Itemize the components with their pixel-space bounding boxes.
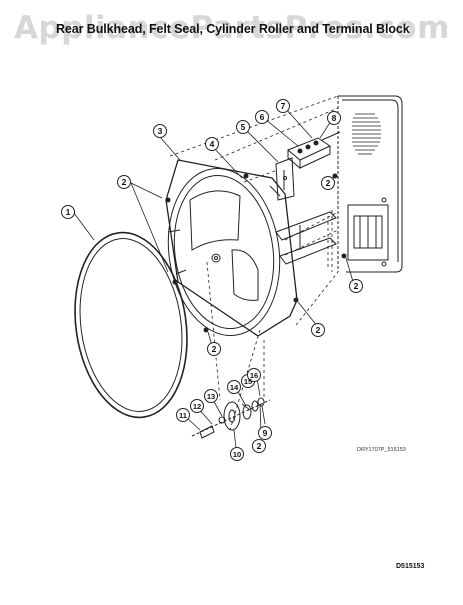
cylinder-roller-assembly xyxy=(191,397,271,439)
callout-2: 2 xyxy=(122,177,127,187)
callout-14: 14 xyxy=(230,383,239,392)
callout-11: 11 xyxy=(179,411,187,420)
callout-2: 2 xyxy=(316,325,321,335)
watermark: AppliancePartsPros.com xyxy=(14,10,450,46)
callout-16: 16 xyxy=(250,371,258,380)
callout-3: 3 xyxy=(158,126,163,136)
callout-9: 9 xyxy=(263,428,268,438)
callout-13: 13 xyxy=(207,392,215,401)
drawing-reference: DRY1707P_515153 xyxy=(357,447,406,453)
callout-4: 4 xyxy=(210,139,215,149)
callout-15: 15 xyxy=(244,377,252,386)
cabinet-rear-panel xyxy=(337,95,403,273)
callout-5: 5 xyxy=(241,122,246,132)
diagram-code: D515153 xyxy=(396,563,425,570)
callout-circles xyxy=(61,99,363,461)
callout-2: 2 xyxy=(257,441,262,451)
diagram-title: Rear Bulkhead, Felt Seal, Cylinder Rolle… xyxy=(56,22,410,36)
callout-2: 2 xyxy=(212,344,217,354)
callout-8: 8 xyxy=(332,113,337,123)
callout-2: 2 xyxy=(326,178,331,188)
callout-6: 6 xyxy=(260,112,265,122)
terminal-bracket xyxy=(275,157,295,201)
felt-seal-ring xyxy=(74,231,188,419)
callout-2: 2 xyxy=(354,281,359,291)
callout-1: 1 xyxy=(66,207,71,217)
terminal-block xyxy=(287,131,341,170)
callout-10: 10 xyxy=(233,450,241,459)
screws xyxy=(165,173,347,333)
callout-7: 7 xyxy=(281,101,286,111)
rear-frame-bracket xyxy=(275,211,337,265)
callout-12: 12 xyxy=(193,402,201,411)
rear-bulkhead xyxy=(165,159,298,337)
